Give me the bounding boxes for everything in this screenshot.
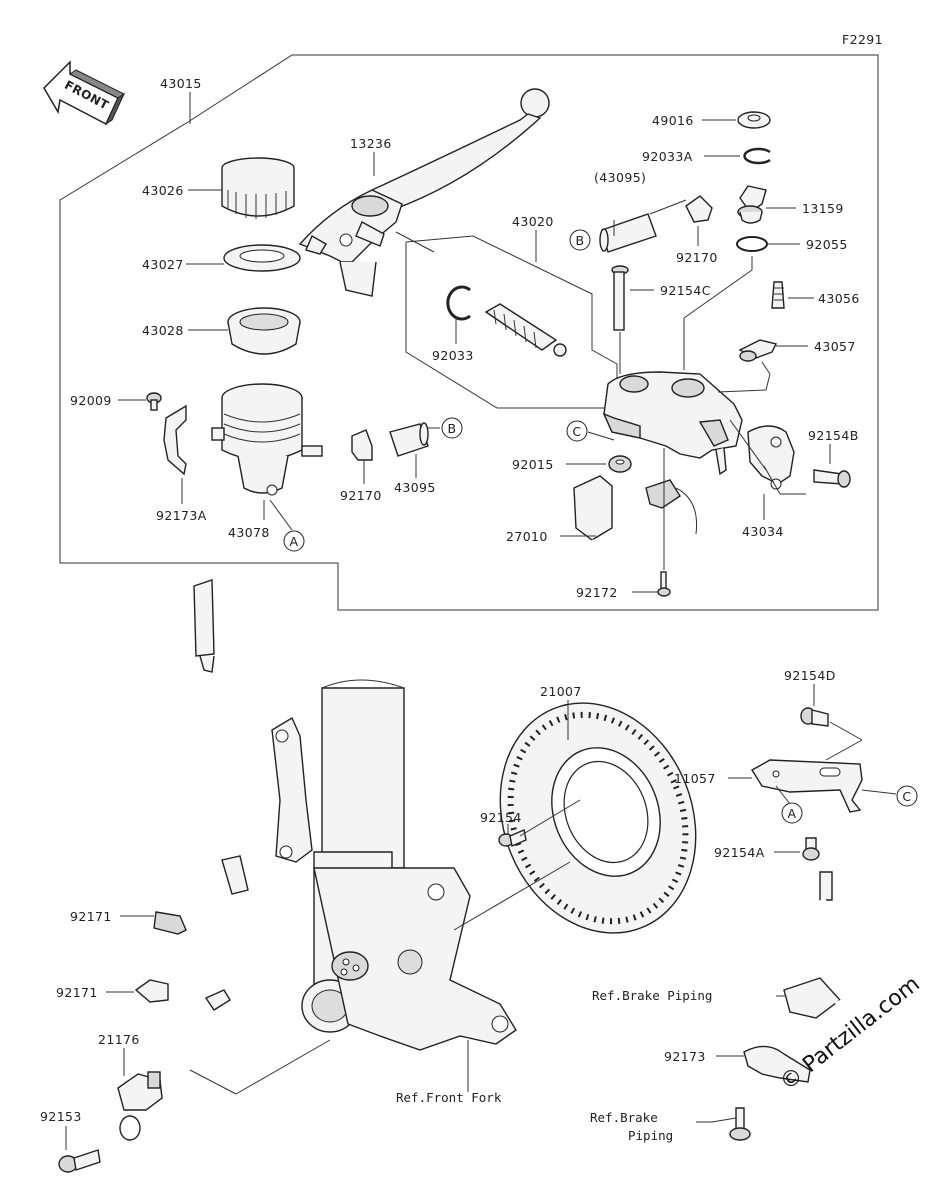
circlip-92033a[interactable]	[743, 147, 771, 165]
svg-text:B: B	[448, 421, 457, 436]
callout-21176: 21176	[98, 1032, 140, 1047]
circlip-92033[interactable]	[446, 285, 471, 321]
callout-92154a: 92154A	[714, 845, 765, 860]
bleeder-43056[interactable]	[771, 281, 785, 309]
brake-hose[interactable]	[783, 871, 896, 1125]
bolt-92154a[interactable]	[802, 837, 820, 861]
bolt-brake-piping[interactable]	[729, 1107, 751, 1141]
callout-43028: 43028	[142, 323, 184, 338]
callout-92171-a: 92171	[70, 909, 112, 924]
bracket-clip[interactable]	[163, 404, 187, 476]
cap-43057[interactable]	[738, 339, 778, 362]
marker-a-upper: A	[283, 530, 305, 552]
subassembly-frame	[405, 235, 618, 409]
reservoir-hose[interactable]	[389, 422, 429, 457]
callout-49016: 49016	[652, 113, 694, 128]
ref-brake-piping-upper: Ref.Brake Piping	[592, 988, 712, 1003]
callout-92173a: 92173A	[156, 508, 207, 523]
svg-text:A: A	[788, 806, 797, 821]
bracket-11057[interactable]	[751, 759, 863, 813]
callout-92154b: 92154B	[808, 428, 859, 443]
callout-92154c: 92154C	[660, 283, 711, 298]
clamp-92173[interactable]	[743, 1045, 811, 1083]
upper-hose-clamp[interactable]	[685, 195, 713, 223]
leader-lines	[65, 92, 897, 1150]
lever-holder[interactable]	[747, 425, 795, 490]
cap-49016[interactable]	[737, 111, 771, 129]
callout-13236: 13236	[350, 136, 392, 151]
hose-clamp[interactable]	[351, 429, 373, 461]
reservoir-body[interactable]	[211, 383, 323, 496]
master-cylinder-frame	[59, 54, 879, 611]
callout-11057: 11057	[674, 771, 716, 786]
marker-c-lower: C	[896, 785, 918, 807]
ref-front-fork: Ref.Front Fork	[396, 1090, 502, 1105]
callout-92171-b: 92171	[56, 985, 98, 1000]
bolt-92153[interactable]	[58, 1149, 101, 1173]
callout-43026: 43026	[142, 183, 184, 198]
washer-92015[interactable]	[608, 455, 632, 473]
callout-92154d: 92154D	[784, 668, 836, 683]
master-cylinder-body[interactable]	[602, 371, 743, 476]
callout-43057: 43057	[814, 339, 856, 354]
brake-disc[interactable]	[467, 673, 730, 962]
abs-sensor-cable[interactable]	[159, 579, 264, 1100]
svg-text:C: C	[572, 424, 581, 439]
callout-43056: 43056	[818, 291, 860, 306]
marker-c-upper: C	[566, 420, 588, 442]
clamp-92171-a[interactable]	[153, 911, 187, 935]
ref-brake-piping-lower-2: Piping	[628, 1128, 673, 1143]
screw-92009[interactable]	[146, 392, 162, 411]
marker-b-lower: B	[441, 417, 463, 439]
bolt-92154b[interactable]	[813, 469, 851, 488]
callout-labels: 43015 13236 43026 43027 43028 92009 9217…	[40, 76, 860, 1143]
callout-92172: 92172	[576, 585, 618, 600]
callout-43015: 43015	[160, 76, 202, 91]
callout-92173: 92173	[664, 1049, 706, 1064]
diagram-code: F2291	[842, 32, 883, 47]
callout-43095-upper: (43095)	[594, 170, 646, 185]
callout-92055: 92055	[806, 237, 848, 252]
callout-92033a: 92033A	[642, 149, 693, 164]
clamp-92171-b[interactable]	[134, 979, 169, 1003]
ref-brake-piping-lower-1: Ref.Brake	[590, 1110, 658, 1125]
fitting-13159[interactable]	[737, 185, 767, 224]
callout-92015: 92015	[512, 457, 554, 472]
callout-92154: 92154	[480, 810, 522, 825]
callout-92153: 92153	[40, 1109, 82, 1124]
callout-21007: 21007	[540, 684, 582, 699]
marker-a-lower: A	[781, 802, 803, 824]
upper-hose[interactable]	[599, 213, 657, 253]
o-ring-92055[interactable]	[736, 236, 768, 252]
svg-text:B: B	[576, 233, 585, 248]
piston-assembly[interactable]	[484, 303, 567, 357]
abs-sensor[interactable]	[117, 1071, 163, 1141]
callout-43034: 43034	[742, 524, 784, 539]
callout-92170-lower: 92170	[340, 488, 382, 503]
screw-92172[interactable]	[657, 571, 671, 597]
callout-92009: 92009	[70, 393, 112, 408]
callout-43020: 43020	[512, 214, 554, 229]
callout-92033: 92033	[432, 348, 474, 363]
callout-27010: 27010	[506, 529, 548, 544]
diaphragm-plate[interactable]	[223, 244, 301, 272]
callout-92170-upper: 92170	[676, 250, 718, 265]
reservoir-cap[interactable]	[221, 157, 295, 219]
svg-text:A: A	[290, 534, 299, 549]
brake-switch[interactable]	[573, 475, 698, 568]
callout-13159: 13159	[802, 201, 844, 216]
brake-lever[interactable]	[298, 88, 550, 297]
front-fork[interactable]	[271, 679, 517, 1051]
marker-b-upper: B	[569, 229, 591, 251]
bolt-92154d[interactable]	[800, 707, 829, 727]
callout-43027: 43027	[142, 257, 184, 272]
callout-43095-lower: 43095	[394, 480, 436, 495]
bolt-92154c[interactable]	[611, 265, 629, 331]
diaphragm[interactable]	[227, 307, 301, 355]
bolt-92154[interactable]	[498, 829, 527, 847]
callout-43078: 43078	[228, 525, 270, 540]
front-arrow-icon: FRONT	[43, 60, 126, 126]
svg-text:C: C	[902, 789, 911, 804]
